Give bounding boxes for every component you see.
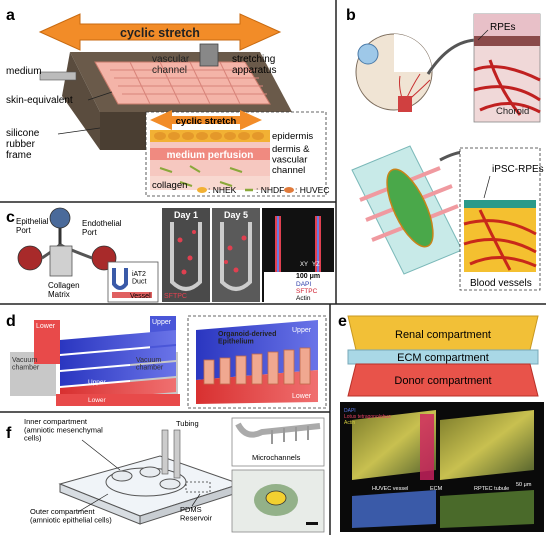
micro-legend-actin: Actin bbox=[344, 420, 355, 426]
rpes-label: RPEs bbox=[490, 22, 516, 33]
ipsc-rpe-layer bbox=[464, 200, 536, 208]
legend-nhdf: : NHDF bbox=[256, 185, 284, 195]
legend-nhek-swatch bbox=[197, 187, 207, 193]
axis-xy-label: XY bbox=[300, 262, 308, 268]
vacuum-left-label: Vacuumchamber bbox=[12, 357, 40, 372]
medium-perfusion-label: medium perfusion bbox=[167, 150, 254, 161]
tubing-label: Tubing bbox=[176, 419, 199, 428]
medium-tube bbox=[40, 72, 76, 80]
inset-stretch-label: cyclic stretch bbox=[176, 116, 237, 127]
panel-letter-f: f bbox=[6, 425, 12, 442]
device-photo-well bbox=[266, 491, 286, 505]
inner-well-1 bbox=[112, 471, 132, 481]
panel-b: b RPEs Choroid iPSC- bbox=[346, 7, 544, 290]
stain-actin: Actin bbox=[296, 295, 311, 302]
micro-lower-left bbox=[352, 490, 436, 528]
epidermis-label: epidermis bbox=[272, 131, 313, 142]
outer-compartment-label: Outer compartment(amniotic epithelial ce… bbox=[30, 507, 112, 524]
cell-legend: : NHEK : NHDF : HUVEC bbox=[197, 185, 329, 195]
day5-label: Day 5 bbox=[224, 210, 248, 220]
skin-equivalent-label: skin-equivalent bbox=[6, 95, 73, 106]
sftpc-label: SFTPC bbox=[164, 293, 187, 300]
legend-huvec: : HUVEC bbox=[295, 185, 329, 195]
medium-label: medium bbox=[6, 66, 42, 77]
collagen-matrix-label: CollagenMatrix bbox=[48, 281, 80, 299]
panel-letter-d: d bbox=[6, 313, 16, 330]
blood-vessels-label: Blood vessels bbox=[470, 278, 532, 289]
panel-e: e Renal compartment ECM compartment Dono… bbox=[338, 313, 544, 532]
scale-bar-label: 100 μm bbox=[296, 273, 320, 280]
ecm-small-label: ECM bbox=[430, 486, 443, 492]
micro-vessel-red bbox=[420, 414, 434, 480]
panel-letter-e: e bbox=[338, 313, 347, 330]
vessel-label: Vessel bbox=[130, 293, 151, 300]
inner-well-2 bbox=[140, 467, 160, 477]
ipsc-rpes-label: iPSC-RPEs bbox=[492, 164, 544, 175]
stain-dapi: DAPI bbox=[296, 281, 311, 288]
lower-channel-base bbox=[56, 394, 180, 406]
epithelial-port bbox=[50, 208, 70, 228]
collagen-label: collagen bbox=[152, 180, 187, 191]
iat2-duct-label: iAT2Duct bbox=[132, 271, 146, 286]
cyclic-stretch-label: cyclic stretch bbox=[120, 26, 200, 40]
eye-cutaway bbox=[394, 34, 432, 72]
upper-mid-label: Upper bbox=[88, 379, 107, 386]
panel-letter-a: a bbox=[6, 7, 15, 24]
renal-label: Renal compartment bbox=[395, 329, 491, 341]
legend-huvec-swatch bbox=[284, 187, 294, 193]
microchannels-label: Microchannels bbox=[252, 453, 301, 462]
collagen-matrix-chamber bbox=[50, 246, 72, 276]
lower-mid-label: Lower bbox=[88, 397, 107, 404]
endothelial-port-left bbox=[18, 246, 42, 270]
optic-nerve bbox=[398, 96, 412, 112]
rptec-tubule-label: RPTEC tubule bbox=[474, 486, 509, 492]
choroid-label: Choroid bbox=[496, 106, 529, 117]
inset-lower-label: Lower bbox=[292, 393, 312, 400]
upper-inlet-label: Upper bbox=[152, 319, 172, 326]
f-scale-bar bbox=[306, 522, 318, 525]
inner-well-3 bbox=[160, 479, 180, 489]
axis-yz-label: YZ bbox=[312, 262, 320, 268]
tubing-1 bbox=[162, 430, 168, 474]
e-scale-bar-label: 50 μm bbox=[516, 482, 532, 488]
leader-inner bbox=[82, 440, 120, 470]
eye-lens bbox=[358, 44, 378, 64]
huvec-vessel-label: HUVEC vessel bbox=[372, 486, 408, 492]
tubing-2 bbox=[174, 430, 180, 478]
zoom-arrow-eye bbox=[428, 40, 478, 74]
micro-lower-right bbox=[440, 490, 534, 528]
panel-letter-c: c bbox=[6, 209, 15, 226]
stretching-apparatus-block bbox=[200, 44, 218, 66]
panel-letter-b: b bbox=[346, 7, 356, 24]
dermis-label: dermis &vascularchannel bbox=[272, 144, 310, 176]
ecm-label: ECM compartment bbox=[397, 352, 489, 364]
day1-label: Day 1 bbox=[174, 210, 198, 220]
panel-f: f Inner compartment(amniotic mesenchymal… bbox=[6, 417, 324, 532]
inner-compartment-label: Inner compartment(amniotic mesenchymalce… bbox=[24, 417, 103, 443]
legend-nhek: : NHEK bbox=[208, 185, 237, 195]
inset-upper-label: Upper bbox=[292, 327, 312, 334]
rpe-layer bbox=[474, 36, 540, 46]
micro-right-slab bbox=[440, 410, 534, 480]
lower-inlet-label: Lower bbox=[36, 323, 56, 330]
stain-sftpc: SFTPC bbox=[296, 288, 318, 295]
donor-label: Donor compartment bbox=[394, 375, 491, 387]
